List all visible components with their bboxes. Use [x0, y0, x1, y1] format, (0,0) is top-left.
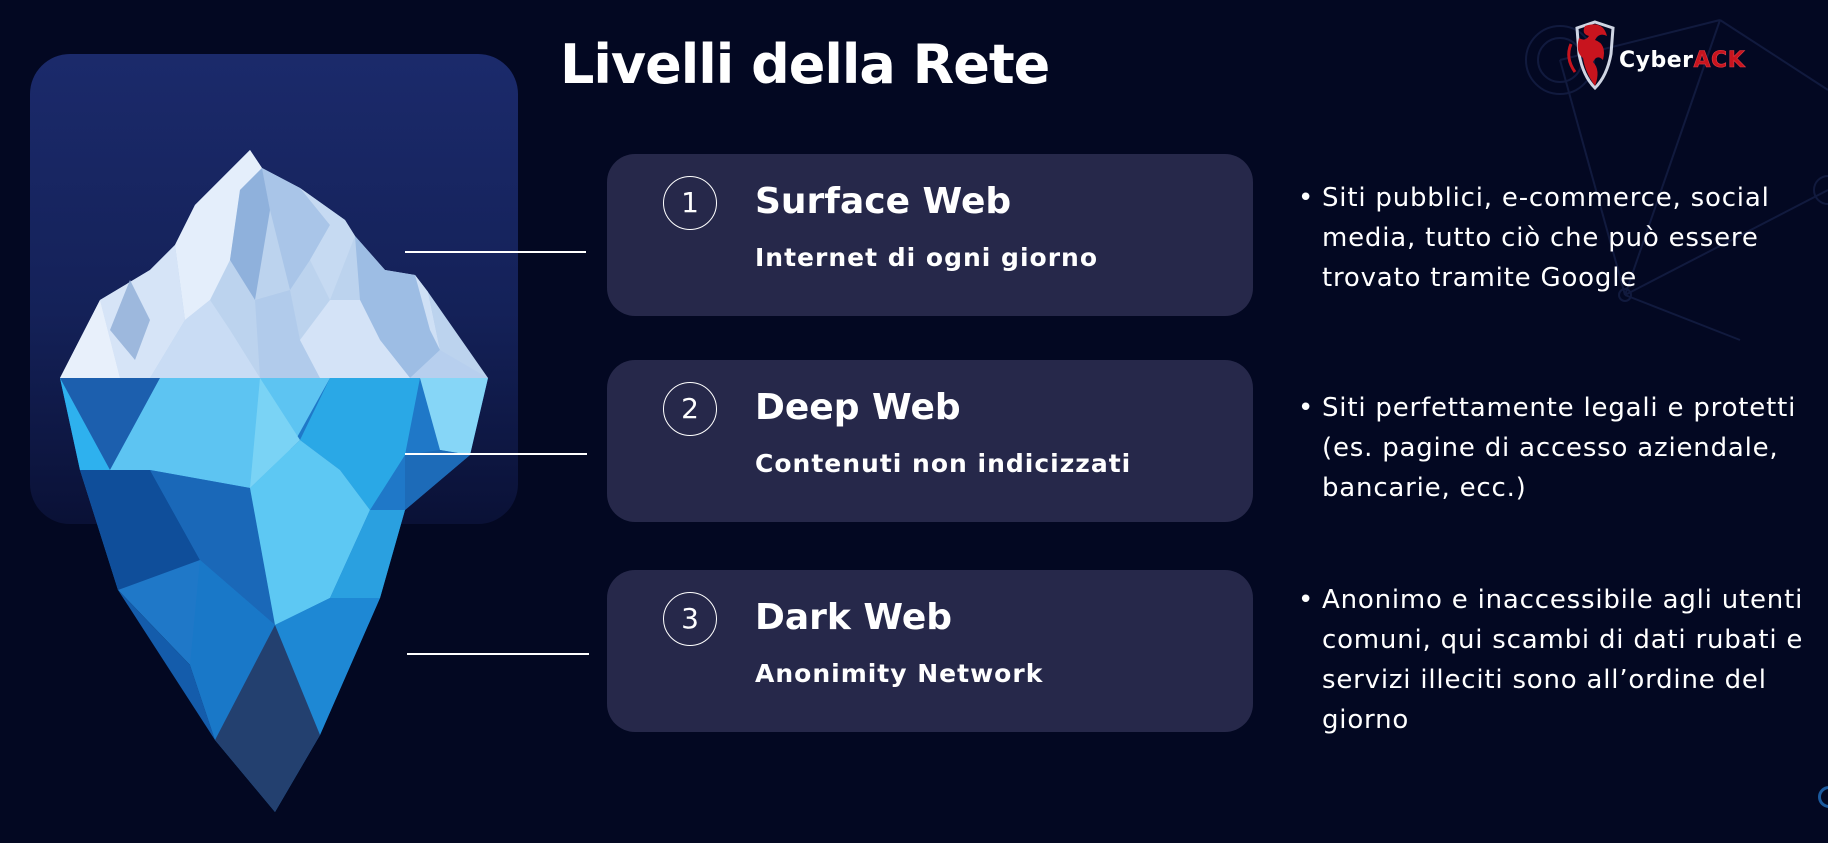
- bullet-icon: •: [1298, 393, 1315, 423]
- level-number-badge: 2: [663, 382, 717, 436]
- bullet-icon: •: [1298, 585, 1315, 615]
- level-title: Deep Web: [755, 387, 961, 428]
- bullet-icon: •: [1298, 183, 1315, 213]
- level-title: Surface Web: [755, 181, 1012, 222]
- level-subtitle: Internet di ogni giorno: [755, 243, 1098, 272]
- level-title: Dark Web: [755, 597, 953, 638]
- connector-line-2: [405, 453, 587, 455]
- description-text: Anonimo e inaccessibile agli utenti comu…: [1322, 585, 1804, 735]
- level-card-surface-web: 1 Surface Web Internet di ogni giorno: [607, 154, 1253, 316]
- description-text: Siti pubblici, e-commerce, social media,…: [1322, 183, 1770, 293]
- level-subtitle: Anonimity Network: [755, 659, 1044, 688]
- dragon-shield-icon: [1567, 20, 1615, 91]
- connector-line-1: [405, 251, 586, 253]
- level-number-badge: 1: [663, 176, 717, 230]
- corner-decoration-icon: [1818, 786, 1828, 808]
- connector-line-3: [407, 653, 589, 655]
- level-subtitle: Contenuti non indicizzati: [755, 449, 1132, 478]
- logo-text-ack: ACK: [1693, 48, 1746, 74]
- logo-text-cyber: Cyber: [1619, 48, 1694, 73]
- level-card-dark-web: 3 Dark Web Anonimity Network: [607, 570, 1253, 732]
- slide-title: Livelli della Rete: [560, 33, 1050, 96]
- cyberack-logo: CyberACK: [1555, 14, 1775, 100]
- level-description-surface-web: • Siti pubblici, e-commerce, social medi…: [1298, 178, 1818, 298]
- level-description-deep-web: • Siti perfettamente legali e protetti (…: [1298, 388, 1818, 508]
- logo-wordmark: CyberACK: [1619, 48, 1746, 74]
- level-card-deep-web: 2 Deep Web Contenuti non indicizzati: [607, 360, 1253, 522]
- description-text: Siti perfettamente legali e protetti (es…: [1322, 393, 1797, 503]
- level-number-badge: 3: [663, 592, 717, 646]
- level-description-dark-web: • Anonimo e inaccessibile agli utenti co…: [1298, 580, 1818, 740]
